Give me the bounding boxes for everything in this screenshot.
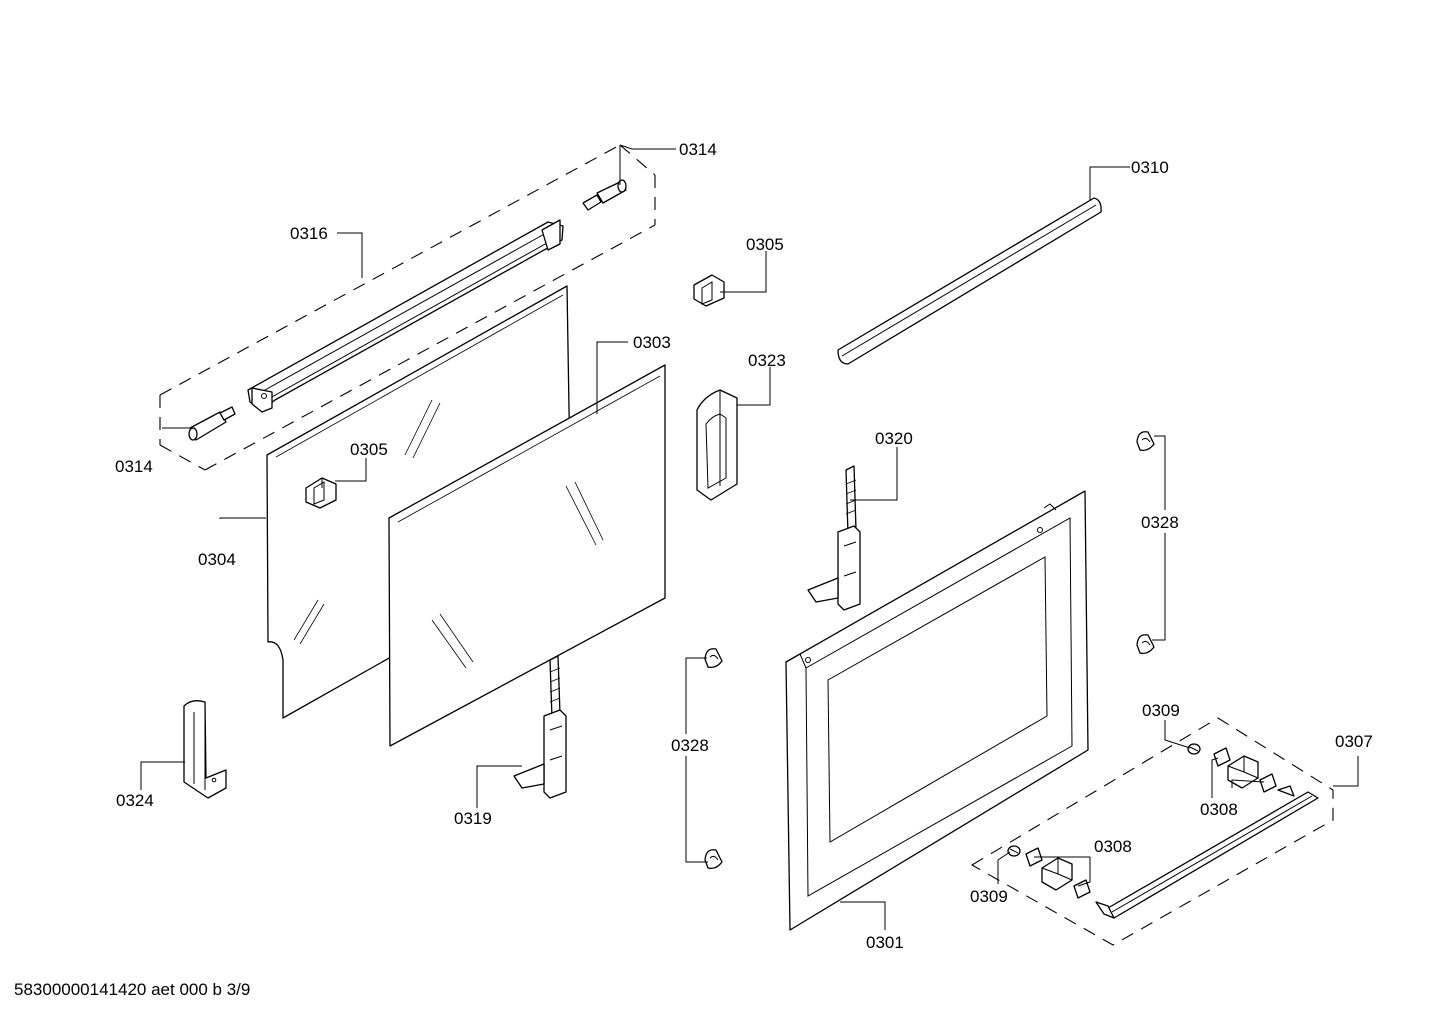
- part-labels: 0314 0316 0305 0303 0323 0310 0320 0328 …: [115, 140, 1373, 952]
- label-0323: 0323: [748, 351, 786, 370]
- assembly-envelope-handle: [970, 717, 1334, 946]
- inner-glass-pane-part: [388, 364, 666, 747]
- label-0320: 0320: [875, 429, 913, 448]
- door-handle-bar-part: [1095, 785, 1319, 919]
- leader-lines: [140, 144, 1359, 930]
- label-0316: 0316: [290, 224, 328, 243]
- label-0314-top: 0314: [679, 140, 717, 159]
- label-0319: 0319: [454, 809, 492, 828]
- label-0303: 0303: [633, 333, 671, 352]
- label-0328-mid: 0328: [671, 736, 709, 755]
- label-0309-bottom: 0309: [970, 887, 1008, 906]
- bumper-pad-1: [1136, 431, 1155, 452]
- label-0314-left: 0314: [115, 457, 153, 476]
- label-0324: 0324: [116, 791, 154, 810]
- hinge-clip-top-part: [693, 274, 725, 307]
- hinge-clip-mid-part: [305, 477, 337, 509]
- handle-mount-right: [1213, 747, 1277, 793]
- top-trim-rail-part: [247, 219, 564, 413]
- spacer-bolt-top-part: [582, 179, 627, 211]
- label-0308-mid: 0308: [1094, 837, 1132, 856]
- label-0307: 0307: [1335, 732, 1373, 751]
- assembly-envelope-top: [159, 144, 656, 471]
- label-0328-right: 0328: [1141, 513, 1179, 532]
- hinge-left-part: [513, 655, 567, 799]
- screw-bottom: [1007, 845, 1021, 857]
- side-bracket-left-part: [183, 700, 227, 799]
- screw-top: [1187, 743, 1201, 755]
- label-0308-right: 0308: [1200, 800, 1238, 819]
- door-seal-strip-part: [837, 197, 1102, 365]
- label-0301: 0301: [866, 933, 904, 952]
- spacer-bolt-left-part: [188, 406, 236, 441]
- drawing-footer-code: 58300000141420 aet 000 b 3/9: [14, 980, 251, 999]
- front-door-panel-part: [785, 490, 1089, 931]
- label-0304: 0304: [198, 550, 236, 569]
- label-0310: 0310: [1131, 158, 1169, 177]
- bumper-pad-3: [704, 648, 723, 669]
- side-bracket-right-part: [696, 389, 738, 501]
- label-0305-top: 0305: [746, 235, 784, 254]
- label-0309-top: 0309: [1142, 701, 1180, 720]
- bumper-pad-4: [704, 849, 723, 870]
- handle-mount-left: [1025, 847, 1091, 899]
- label-0305-mid: 0305: [350, 440, 388, 459]
- hinge-right-part: [807, 465, 861, 611]
- bumper-pad-2: [1136, 634, 1155, 655]
